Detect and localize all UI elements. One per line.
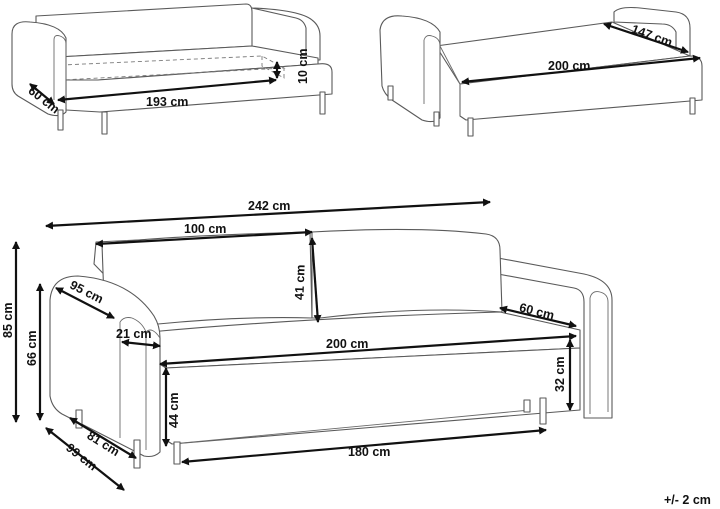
back-cushion-width-label: 100 cm [184,222,226,236]
seat-width-dimension-line [159,332,577,368]
arm-width-label: 21 cm [116,327,151,341]
seat-depth-dimension-line [499,305,577,329]
top-left-sofa-bed-drawing: 193 cm 60 cm 10 cm [11,3,333,135]
height-label: 10 cm [296,49,310,84]
depth-dimension-line [29,83,55,105]
back-cushion-width-dimension-line [95,228,313,248]
bed-length-dimension-line [461,54,701,86]
top-right-sofa-bed-drawing: 200 cm 147 cm [379,6,703,137]
arm-width-dimension-line [121,338,161,350]
base-width-dimension-line [181,426,547,466]
total-width-label: 242 cm [248,199,290,213]
back-cushion-height-label: 41 cm [292,264,307,300]
total-width-dimension-line [45,198,491,230]
base-width-label: 180 cm [348,445,390,459]
length-dimension-line [57,76,277,104]
seat-height-label: 32 cm [553,357,567,392]
back-cushion-height-dimension-line [308,237,322,323]
total-height-label: 85 cm [1,303,15,338]
seat-width-label: 200 cm [326,337,368,351]
arm-top-depth-dimension-line [55,287,115,319]
total-depth-dimension-line [45,427,125,491]
main-sofa-drawing: 242 cm 100 cm 41 cm 85 cm 66 cm 95 cm 21… [1,198,613,491]
bed-width-dimension-line [603,22,689,54]
base-height-label: 44 cm [167,393,181,428]
arm-height-label: 66 cm [25,331,39,366]
length-label: 193 cm [146,95,188,109]
bed-length-label: 200 cm [548,59,590,73]
tolerance-note: +/- 2 cm [664,493,711,507]
